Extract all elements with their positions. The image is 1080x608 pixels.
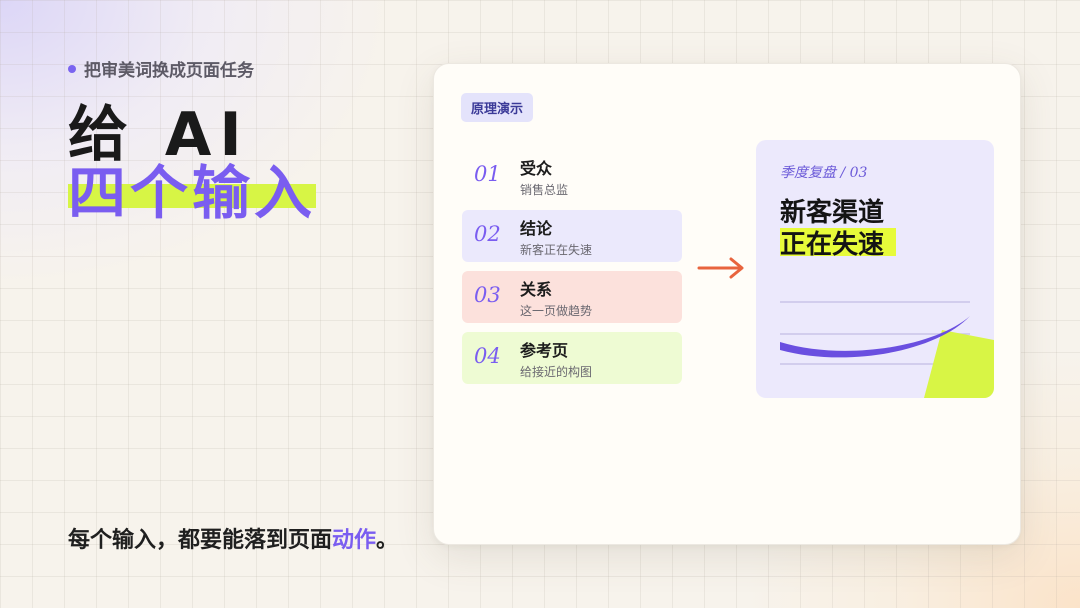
- step-number: 03: [474, 283, 501, 307]
- footer-text: 每个输入，都要能落到页面: [68, 528, 333, 553]
- step-subtitle: 这一页做趋势: [520, 304, 593, 318]
- step-subtitle: 新客正在失速: [520, 243, 593, 257]
- footer-accent: 动作: [332, 528, 377, 553]
- arrow-right-icon: [697, 257, 744, 279]
- eyebrow-text: 把审美词换成页面任务: [84, 61, 254, 81]
- demo-badge: 原理演示: [461, 93, 534, 122]
- title-highlight: [68, 184, 316, 208]
- step-item: 02 结论 新客正在失速: [462, 210, 682, 262]
- step-title: 参考页: [520, 341, 569, 360]
- title-line-2-group: 四个输入: [68, 146, 316, 230]
- step-subtitle: 给接近的构图: [520, 365, 593, 379]
- preview-highlight: [780, 228, 896, 256]
- footer-caption: 每个输入，都要能落到页面动作。: [68, 522, 398, 554]
- slide-preview: 季度复盘 / 03 新客渠道 正在失速: [756, 140, 994, 398]
- preview-kicker: 季度复盘 / 03: [780, 165, 868, 181]
- footer-end: 。: [376, 528, 399, 553]
- step-number: 04: [474, 344, 501, 368]
- step-item: 03 关系 这一页做趋势: [462, 271, 682, 323]
- preview-headline-2-group: 正在失速: [780, 224, 896, 261]
- step-title: 受众: [520, 159, 553, 178]
- eyebrow: 把审美词换成页面任务: [68, 56, 254, 81]
- demo-card: 原理演示 01 受众 销售总监 02 结论 新客正在失速 03 关系 这一页做趋…: [433, 63, 1021, 545]
- preview-headline-1: 新客渠道: [780, 198, 885, 228]
- step-number: 01: [474, 162, 501, 186]
- step-item: 04 参考页 给接近的构图: [462, 332, 682, 384]
- title-line-2: 四个输入: [68, 159, 317, 227]
- bullet-dot-icon: [68, 64, 76, 73]
- preview-headline-2: 正在失速: [780, 230, 885, 260]
- step-number: 02: [474, 222, 501, 246]
- step-title: 结论: [520, 219, 553, 238]
- step-subtitle: 销售总监: [520, 183, 569, 197]
- trend-decoration: [780, 301, 994, 398]
- title-line-1: 给 AI: [68, 100, 250, 170]
- step-title: 关系: [520, 280, 553, 299]
- step-item: 01 受众 销售总监: [462, 150, 682, 202]
